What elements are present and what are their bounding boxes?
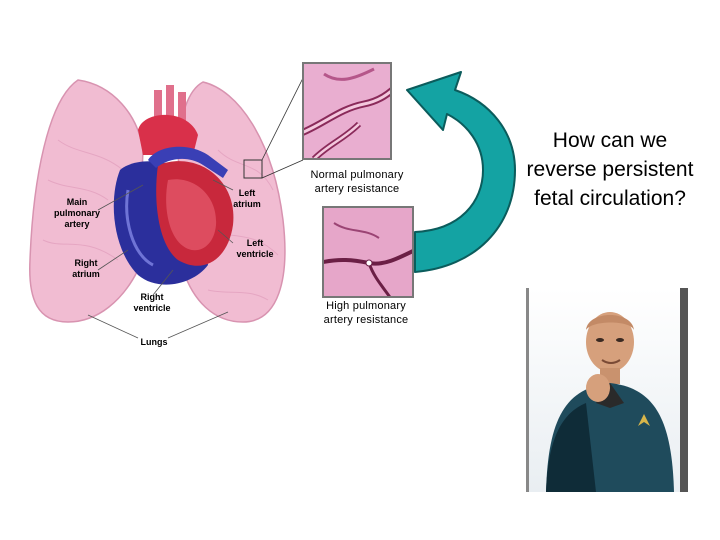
high-resistance-inset xyxy=(322,206,414,298)
normal-resistance-inset xyxy=(302,62,392,160)
normal-caption-line1: Normal pulmonary xyxy=(310,169,404,181)
label-left-atrium: Left atrium xyxy=(233,188,261,209)
normal-resistance-caption: Normal pulmonary artery resistance xyxy=(303,168,411,196)
label-right-ventricle: Right ventricle xyxy=(133,292,171,313)
high-vessel-image xyxy=(324,208,412,296)
high-caption-line2: artery resistance xyxy=(323,314,409,326)
normal-caption-line2: artery resistance xyxy=(314,183,400,195)
label-main-pulmonary-artery: Main pulmonary artery xyxy=(53,197,100,229)
heart-lungs-diagram xyxy=(29,77,304,339)
normal-vessel-image xyxy=(304,64,390,158)
high-resistance-caption: High pulmonary artery resistance xyxy=(312,299,420,327)
label-left-ventricle: Left ventricle xyxy=(236,238,274,259)
curved-arrow xyxy=(406,71,516,273)
label-right-atrium: Right atrium xyxy=(72,258,100,279)
high-caption-line1: High pulmonary xyxy=(326,300,406,312)
label-lungs: Lungs xyxy=(140,337,168,347)
question-text: How can we reverse persistent fetal circ… xyxy=(526,129,694,210)
doctor-photo xyxy=(526,288,688,492)
